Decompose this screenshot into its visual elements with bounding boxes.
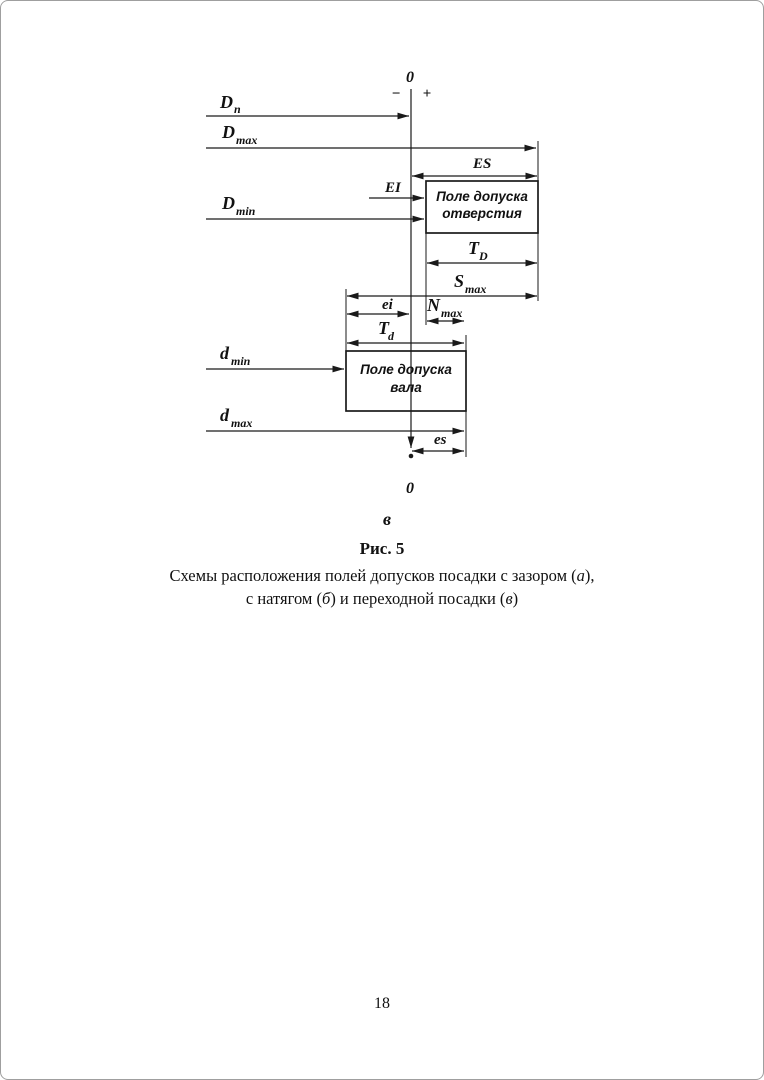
caption-line-2-text: с натягом ( bbox=[245, 589, 322, 609]
caption-line-2-italic-2: в bbox=[505, 589, 513, 609]
shaft-box-caption-line2: вала bbox=[390, 380, 422, 395]
dimension-labels: D n D max ES EI D min T D S max ei N max… bbox=[219, 92, 491, 448]
td-shaft-label: T bbox=[378, 318, 390, 338]
td-shaft-label-sub: d bbox=[388, 329, 395, 343]
shaft-dmin-label: d bbox=[220, 343, 230, 363]
axis-zero-bottom-label: 0 bbox=[406, 480, 414, 497]
smax-label: S bbox=[454, 271, 464, 291]
td-hole-label: T bbox=[468, 238, 480, 258]
hole-box-caption-line2: отверстия bbox=[442, 206, 522, 221]
shaft-dmax-label: d bbox=[220, 405, 230, 425]
figure-caption: Рис. 5 Схемы расположения полей допусков… bbox=[1, 539, 763, 610]
dn-label: D bbox=[219, 92, 233, 112]
dmin-label: D bbox=[221, 193, 235, 213]
dmax-label-sub: max bbox=[236, 133, 257, 147]
smax-label-sub: max bbox=[465, 282, 486, 296]
axis-zero-top-label: 0 bbox=[406, 69, 414, 86]
axis-plus-label: + bbox=[423, 86, 432, 102]
hole-tolerance-box bbox=[425, 180, 539, 234]
caption-line-2-mid: ) и переходной посадки ( bbox=[330, 589, 506, 609]
leader-arrows bbox=[206, 112, 536, 435]
shaft-dmin-label-sub: min bbox=[231, 354, 251, 368]
caption-line-2-italic-1: б bbox=[322, 589, 331, 609]
dmin-label-sub: min bbox=[236, 204, 256, 218]
caption-line-2: с натягом (б) и переходной посадки (в) bbox=[1, 587, 763, 610]
page-number: 18 bbox=[374, 995, 390, 1012]
td-hole-label-sub: D bbox=[478, 249, 488, 263]
nmax-label: N bbox=[426, 295, 441, 315]
axis-end-dot bbox=[408, 453, 414, 459]
ei-upper-label: EI bbox=[384, 180, 402, 196]
nmax-label-sub: max bbox=[441, 306, 462, 320]
dn-label-sub: n bbox=[234, 102, 241, 116]
hole-box-caption-line1: Поле допуска bbox=[436, 189, 528, 204]
box-captions: Поле допуска отверстия Поле допуска вала bbox=[360, 189, 528, 395]
subfigure-letter-label: в bbox=[383, 509, 391, 529]
ei-lower-label: ei bbox=[382, 297, 394, 313]
caption-line-1: Схемы расположения полей допусков посадк… bbox=[1, 564, 763, 587]
shaft-box-caption-line1: Поле допуска bbox=[360, 362, 452, 377]
axis-minus-label: − bbox=[392, 86, 401, 102]
caption-line-1-end: ), bbox=[584, 566, 595, 585]
dimension-arrows bbox=[347, 172, 537, 455]
es-upper-label: ES bbox=[472, 156, 491, 172]
caption-line-1-text: Схемы расположения полей допусков посадк… bbox=[169, 566, 577, 585]
dmax-label: D bbox=[221, 122, 235, 142]
caption-line-1-italic: а bbox=[576, 566, 585, 585]
shaft-tolerance-box bbox=[345, 350, 467, 412]
es-lower-label: es bbox=[434, 432, 447, 448]
shaft-dmax-label-sub: max bbox=[231, 416, 252, 430]
caption-line-2-end: ) bbox=[512, 589, 519, 609]
tolerance-fields-diagram: 0 − + 0 в D n D max ES EI D min T D S ma… bbox=[206, 69, 539, 529]
figure-number-label: Рис. 5 bbox=[359, 539, 405, 558]
